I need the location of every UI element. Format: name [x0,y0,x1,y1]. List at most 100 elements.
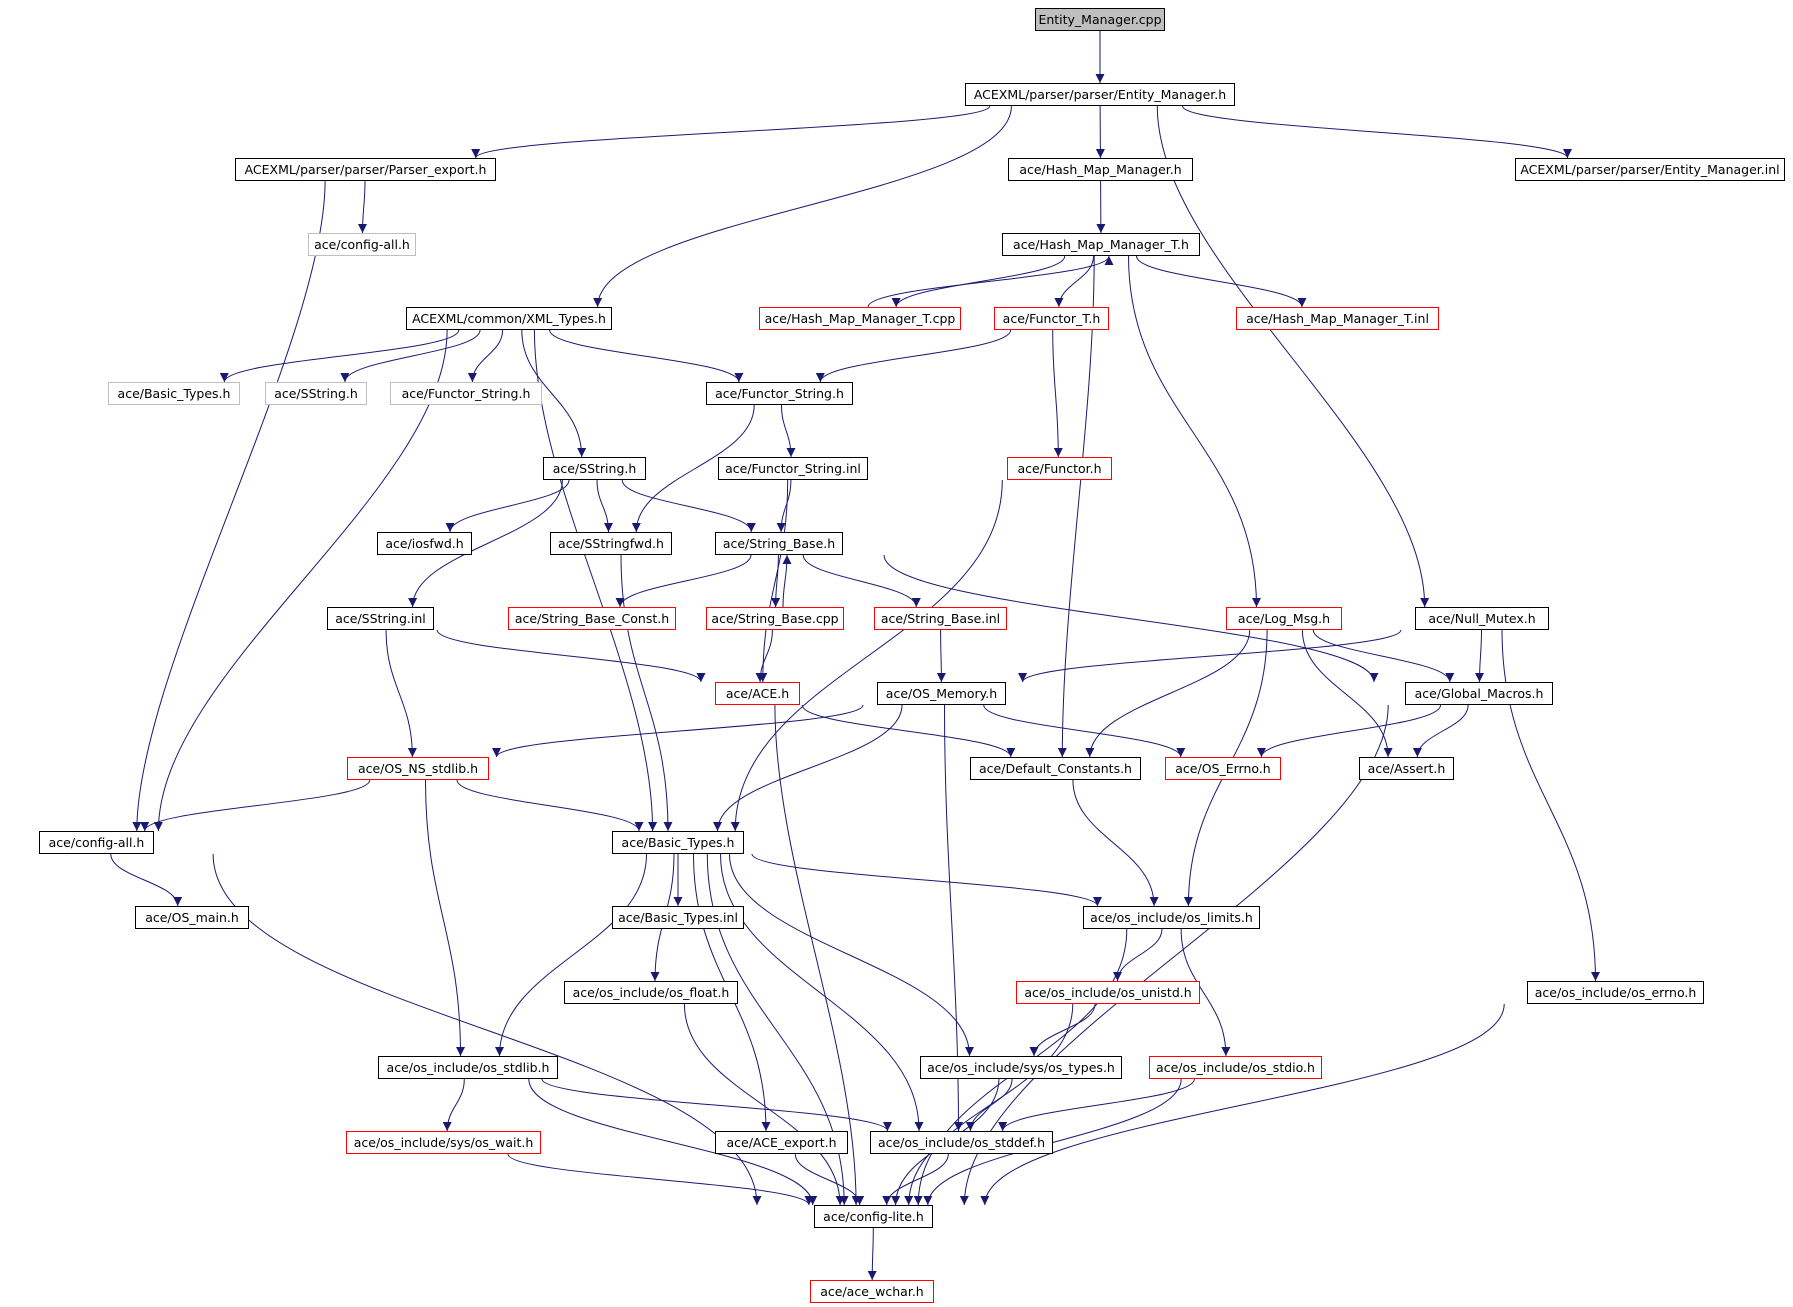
node-os-types-h[interactable]: ace/os_include/sys/os_types.h [920,1056,1122,1079]
edge-functor_h-to-basic_types_h [730,479,1003,832]
edge-hash_map_manager_t_h-to-log_msg_h [1128,255,1261,608]
node-functor-string-inl[interactable]: ace/Functor_String.inl [718,457,868,480]
node-config-lite-h[interactable]: ace/config-lite.h [814,1205,933,1228]
edge-xml_types_h-to-basic_types_h [533,329,658,832]
node-global-macros-h[interactable]: ace/Global_Macros.h [1405,682,1553,705]
node-functor-h[interactable]: ace/Functor.h [1007,457,1112,480]
node-os-memory-h[interactable]: ace/OS_Memory.h [877,682,1006,705]
node-functor-t-h[interactable]: ace/Functor_T.h [994,307,1109,330]
node-os-limits-h[interactable]: ace/os_include/os_limits.h [1083,906,1260,929]
edge-hash_map_manager_t_h-to-functor_t_h [1054,255,1095,308]
node-os-ns-stdlib-h[interactable]: ace/OS_NS_stdlib.h [347,757,489,780]
edge-functor_string_h-to-sstringfwd_h [631,404,755,533]
edge-os_stdlib_h-to-os_wait_h [442,1078,465,1132]
edge-os_stddef_h-to-config_lite_h [882,1153,949,1206]
node-hash-map-manager-t-h[interactable]: ace/Hash_Map_Manager_T.h [1002,233,1200,256]
edge-sstringfwd_h-to-basic_types_h [620,554,673,832]
node-functor-string-h[interactable]: ace/Functor_String.h [706,382,853,405]
edge-entity_manager_h-to-null_mutex_h [1156,105,1430,608]
edge-os_memory_h-to-os_ns_stdlib_h [492,704,864,758]
node-os-errno-inc-h[interactable]: ace/os_include/os_errno.h [1527,981,1704,1004]
edge-xml_types_h-to-functor_string_h [549,329,744,383]
node-os-stddef-h[interactable]: ace/os_include/os_stddef.h [870,1131,1053,1154]
node-os-errno-h[interactable]: ace/OS_Errno.h [1165,757,1281,780]
edge-entity_manager_h-to-entity_manager_inl [1182,105,1572,159]
node-basic-types-inl[interactable]: ace/Basic_Types.inl [612,906,744,929]
edge-string_base_inl-to-os_memory_h [936,629,946,683]
node-ace-wchar-h[interactable]: ace/ace_wchar.h [810,1280,934,1303]
node-parser-export-h[interactable]: ACEXML/parser/parser/Parser_export.h [235,158,496,181]
edge-hash_map_manager_t_cpp-to-hash_map_manager_t_h [867,255,1114,308]
node-hash-map-manager-t-cpp[interactable]: ace/Hash_Map_Manager_T.cpp [759,307,961,330]
edge-xml_types_h-to-sstring_h [521,329,587,458]
node-basic-types-gray[interactable]: ace/Basic_Types.h [108,382,240,405]
node-os-stdio-h[interactable]: ace/os_include/os_stdio.h [1149,1056,1322,1079]
node-ace-export-h[interactable]: ace/ACE_export.h [715,1131,848,1154]
node-entity-manager-h[interactable]: ACEXML/parser/parser/Entity_Manager.h [965,83,1235,106]
edge-os_ns_stdlib_h-to-os_stdlib_h [425,779,465,1057]
edge-hash_map_manager_t_h-to-hash_map_manager_t_cpp [891,255,1066,308]
edge-entity_manager_h-to-xml_types_h [593,105,1012,308]
edge-global_macros_h-to-assert_h [1412,704,1469,758]
edge-os_errno_inc_h-to-config_lite_h [980,1003,1505,1206]
node-entity-manager-inl[interactable]: ACEXML/parser/parser/Entity_Manager.inl [1515,158,1785,181]
edge-os_unistd_h-to-os_types_h [1029,1003,1096,1057]
edge-os_wait_h-to-config_lite_h [507,1153,814,1206]
node-entity-manager-cpp[interactable]: Entity_Manager.cpp [1035,8,1165,31]
edge-os_memory_h-to-basic_types_h [713,704,903,832]
edge-functor_string_h-to-functor_string_inl [781,404,796,458]
edge-os_stdlib_h-to-config_lite_h [528,1078,818,1206]
edge-basic_types_h-to-os_stddef_h [720,853,924,1132]
edge-string_base_h-to-string_base_const_h [615,554,752,608]
node-iosfwd-h[interactable]: ace/iosfwd.h [377,532,472,555]
edge-log_msg_h-to-assert_h [1301,629,1393,758]
node-null-mutex-h[interactable]: ace/Null_Mutex.h [1415,607,1549,630]
edge-basic_types_h-to-os_limits_h [751,853,1102,907]
node-sstring-gray[interactable]: ace/SString.h [265,382,367,405]
edge-parser_export_h-to-config_all_gray [358,180,368,234]
node-string-base-h[interactable]: ace/String_Base.h [715,532,843,555]
node-os-stdlib-h[interactable]: ace/os_include/os_stdlib.h [378,1056,558,1079]
edge-os_stdio_h-to-config_lite_h [923,1078,1182,1206]
node-os-float-h[interactable]: ace/os_include/os_float.h [564,981,738,1004]
node-hash-map-manager-h[interactable]: ace/Hash_Map_Manager.h [1008,158,1193,181]
edge-os_limits_h-to-os_unistd_h [1113,928,1163,982]
edge-hash_map_manager_t_h-to-default_constants_h [1057,255,1095,758]
node-basic-types-h[interactable]: ace/Basic_Types.h [612,831,744,854]
edge-string_base_cpp-to-string_base_h [782,554,792,608]
edge-functor_t_h-to-functor_h [1052,329,1063,458]
edge-os_stdio_h-to-os_stddef_h [998,1078,1195,1132]
node-os-main-h[interactable]: ace/OS_main.h [135,906,249,929]
node-sstring-inl[interactable]: ace/SString.inl [327,607,434,630]
edge-functor_string_inl-to-ace_h [758,479,789,683]
node-os-unistd-h[interactable]: ace/os_include/os_unistd.h [1016,981,1200,1004]
node-default-constants-h[interactable]: ace/Default_Constants.h [970,757,1141,780]
edge-basic_types_h-to-os_stdlib_h [495,853,647,1057]
edge-xml_types_h-to-config_all_h [153,329,448,832]
node-assert-h[interactable]: ace/Assert.h [1359,757,1454,780]
edge-log_msg_h-to-global_macros_h [1312,629,1455,683]
node-string-base-const-h[interactable]: ace/String_Base_Const.h [508,607,676,630]
node-os-wait-h[interactable]: ace/os_include/sys/os_wait.h [346,1131,541,1154]
node-xml-types-h[interactable]: ACEXML/common/XML_Types.h [406,307,612,330]
node-config-all-gray[interactable]: ace/config-all.h [308,233,416,256]
node-log-msg-h[interactable]: ace/Log_Msg.h [1226,607,1342,630]
edge-null_mutex_h-to-global_macros_h [1475,629,1485,683]
node-ace-h[interactable]: ace/ACE.h [715,682,800,705]
node-sstring-h[interactable]: ace/SString.h [543,457,646,480]
edge-xml_types_h-to-sstring_gray [340,329,481,383]
node-string-base-inl[interactable]: ace/String_Base.inl [874,607,1007,630]
edge-sstring_inl-to-ace_h [436,629,706,683]
edge-ace_h-to-default_constants_h [801,704,1016,758]
edge-basic_types_h-to-os_types_h [729,853,974,1057]
node-hash-map-manager-t-inl[interactable]: ace/Hash_Map_Manager_T.inl [1236,307,1439,330]
edge-log_msg_h-to-default_constants_h [1085,629,1251,758]
edge-config_lite_h-to-ace_wchar_h [867,1227,877,1281]
node-functor-string-gray[interactable]: ace/Functor_String.h [390,382,542,405]
node-sstringfwd-h[interactable]: ace/SStringfwd.h [550,532,672,555]
edge-global_macros_h-to-os_errno_h [1256,704,1442,758]
edge-sstring_inl-to-os_ns_stdlib_h [385,629,417,758]
node-string-base-cpp[interactable]: ace/String_Base.cpp [706,607,844,630]
node-config-all-h[interactable]: ace/config-all.h [39,831,154,854]
edge-default_constants_h-to-os_limits_h [1072,779,1159,907]
